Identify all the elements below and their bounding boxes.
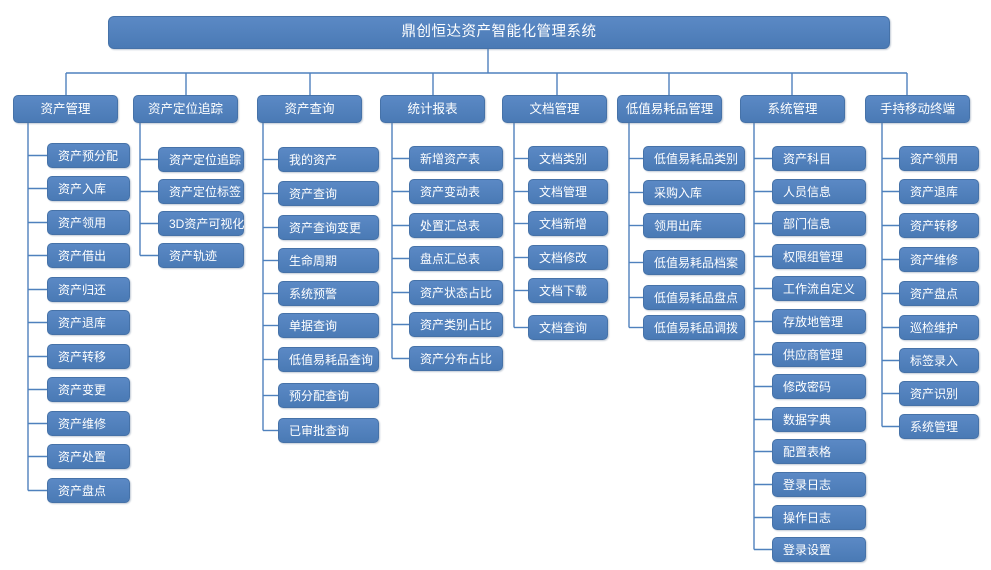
leaf-node-1-11: 资产盘点: [47, 478, 130, 503]
leaf-node-4-7: 资产分布占比: [409, 346, 503, 371]
leaf-node-2-2: 资产定位标签: [158, 179, 244, 204]
leaf-node-8-6: 巡检维护: [899, 315, 979, 340]
leaf-node-1-4: 资产借出: [47, 243, 130, 268]
leaf-node-5-6: 文档查询: [528, 315, 608, 340]
leaf-node-3-6: 单据查询: [278, 313, 379, 338]
leaf-node-7-13: 登录设置: [772, 537, 866, 562]
leaf-node-7-8: 修改密码: [772, 374, 866, 399]
leaf-node-7-3: 部门信息: [772, 211, 866, 236]
leaf-node-2-4: 资产轨迹: [158, 243, 244, 268]
branch-header-4: 统计报表: [380, 95, 485, 123]
leaf-node-2-1: 资产定位追踪: [158, 147, 244, 172]
branch-header-6: 低值易耗品管理: [617, 95, 722, 123]
leaf-node-7-11: 登录日志: [772, 472, 866, 497]
leaf-node-8-9: 系统管理: [899, 414, 979, 439]
leaf-node-1-5: 资产归还: [47, 277, 130, 302]
leaf-node-4-6: 资产类别占比: [409, 312, 503, 337]
leaf-node-8-3: 资产转移: [899, 213, 979, 238]
leaf-node-5-5: 文档下载: [528, 278, 608, 303]
leaf-node-7-7: 供应商管理: [772, 342, 866, 367]
leaf-node-1-6: 资产退库: [47, 310, 130, 335]
leaf-node-1-9: 资产维修: [47, 411, 130, 436]
leaf-node-7-6: 存放地管理: [772, 309, 866, 334]
leaf-node-1-3: 资产领用: [47, 210, 130, 235]
leaf-node-5-1: 文档类别: [528, 146, 608, 171]
leaf-node-8-1: 资产领用: [899, 146, 979, 171]
leaf-node-4-2: 资产变动表: [409, 179, 503, 204]
leaf-node-6-4: 低值易耗品档案: [643, 250, 745, 275]
leaf-node-6-5: 低值易耗品盘点: [643, 285, 745, 310]
leaf-node-7-2: 人员信息: [772, 179, 866, 204]
leaf-node-7-5: 工作流自定义: [772, 276, 866, 301]
leaf-node-5-3: 文档新增: [528, 211, 608, 236]
leaf-node-4-4: 盘点汇总表: [409, 246, 503, 271]
leaf-node-8-4: 资产维修: [899, 247, 979, 272]
leaf-node-4-5: 资产状态占比: [409, 280, 503, 305]
leaf-node-3-3: 资产查询变更: [278, 215, 379, 240]
branch-header-8: 手持移动终端: [865, 95, 970, 123]
leaf-node-3-1: 我的资产: [278, 147, 379, 172]
leaf-node-6-6: 低值易耗品调拨: [643, 315, 745, 340]
leaf-node-3-2: 资产查询: [278, 181, 379, 206]
leaf-node-7-9: 数据字典: [772, 407, 866, 432]
leaf-node-8-2: 资产退库: [899, 179, 979, 204]
leaf-node-8-8: 资产识别: [899, 381, 979, 406]
leaf-node-2-3: 3D资产可视化: [158, 211, 244, 236]
leaf-node-4-3: 处置汇总表: [409, 213, 503, 238]
leaf-node-1-1: 资产预分配: [47, 143, 130, 168]
leaf-node-3-9: 已审批查询: [278, 418, 379, 443]
branch-header-7: 系统管理: [740, 95, 845, 123]
leaf-node-7-12: 操作日志: [772, 505, 866, 530]
leaf-node-6-3: 领用出库: [643, 213, 745, 238]
branch-header-5: 文档管理: [502, 95, 607, 123]
leaf-node-3-8: 预分配查询: [278, 383, 379, 408]
leaf-node-7-4: 权限组管理: [772, 244, 866, 269]
leaf-node-8-7: 标签录入: [899, 348, 979, 373]
leaf-node-5-4: 文档修改: [528, 245, 608, 270]
leaf-node-3-7: 低值易耗品查询: [278, 347, 379, 372]
leaf-node-6-2: 采购入库: [643, 180, 745, 205]
branch-header-3: 资产查询: [257, 95, 362, 123]
leaf-node-8-5: 资产盘点: [899, 281, 979, 306]
leaf-node-1-2: 资产入库: [47, 176, 130, 201]
leaf-node-1-8: 资产变更: [47, 377, 130, 402]
leaf-node-1-10: 资产处置: [47, 444, 130, 469]
leaf-node-4-1: 新增资产表: [409, 146, 503, 171]
root-node: 鼎创恒达资产智能化管理系统: [108, 16, 890, 49]
leaf-node-3-5: 系统预警: [278, 281, 379, 306]
leaf-node-7-1: 资产科目: [772, 146, 866, 171]
branch-header-1: 资产管理: [13, 95, 118, 123]
leaf-node-3-4: 生命周期: [278, 248, 379, 273]
leaf-node-1-7: 资产转移: [47, 344, 130, 369]
leaf-node-6-1: 低值易耗品类别: [643, 146, 745, 171]
branch-header-2: 资产定位追踪: [133, 95, 238, 123]
leaf-node-5-2: 文档管理: [528, 179, 608, 204]
leaf-node-7-10: 配置表格: [772, 439, 866, 464]
